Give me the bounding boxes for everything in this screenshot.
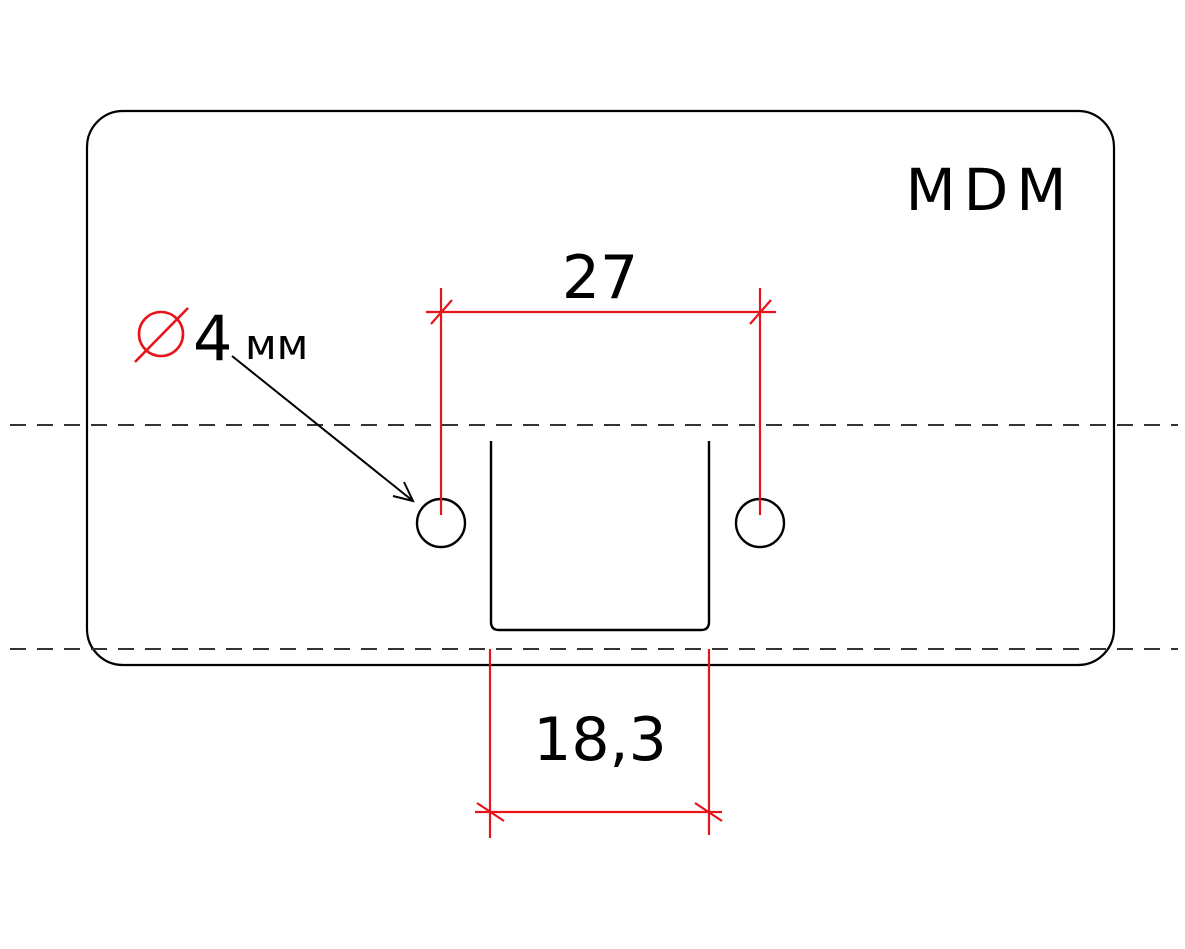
slot-cutout bbox=[489, 441, 711, 632]
hole-diameter-unit: мм bbox=[245, 320, 308, 369]
brand-label: MDM bbox=[906, 156, 1075, 224]
plate-outline bbox=[85, 109, 1116, 667]
leader-arrow-icon bbox=[231, 355, 415, 503]
dimension-slot-width-text: 18,3 bbox=[533, 705, 667, 775]
dimension-hole-spacing bbox=[426, 288, 776, 515]
hole-diameter-value: 4 bbox=[193, 302, 232, 375]
diameter-symbol-icon bbox=[134, 307, 189, 363]
dimension-slot-width bbox=[475, 649, 723, 838]
dimension-hole-spacing-text: 27 bbox=[562, 243, 638, 313]
